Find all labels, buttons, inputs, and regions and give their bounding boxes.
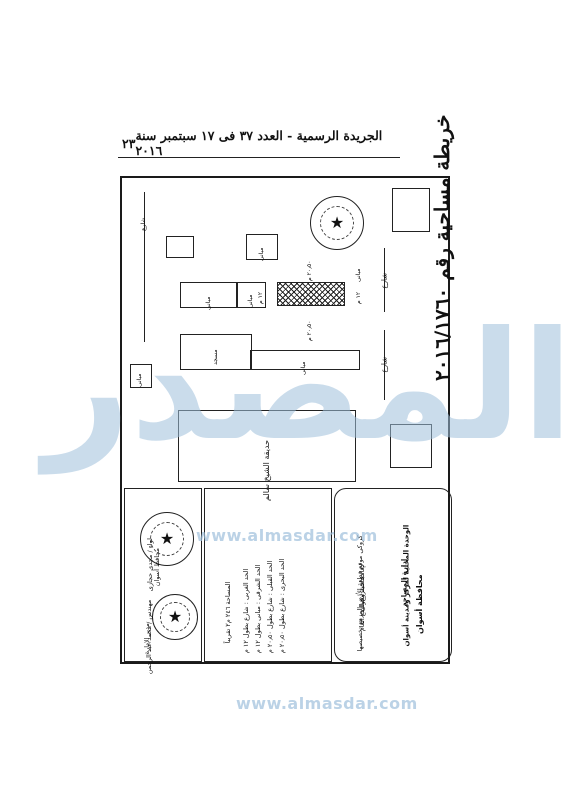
page-header: ٢٣ الجريدة الرسمية - العدد ٣٧ فى ١٧ سبتم… [122,128,398,158]
plot-label-5: مبانى [136,373,143,387]
boundary-row-4: الحد الغربى : شارع بطول ١٢ م [241,568,250,654]
boundary-table [204,488,332,662]
site-title: خريطة مساحية رقم ٢٠١٦/١٧٦٠ [430,114,454,381]
page-number: ٢٣ [122,135,136,151]
signature-mid-name: مهندس / محمد عبد الرحمن [144,599,153,675]
legend-box [334,488,452,662]
dimension-top: ٢٠٫٥٠ م [306,260,313,281]
boundary-value: شارع بطول ١٢ م [241,606,250,654]
plot-block-3 [180,282,238,308]
road-label-2: شارع [380,356,389,373]
map-sheet: خريطة مساحية رقم ٢٠١٦/١٧٦٠ شارع شارع شار… [120,114,454,674]
plot-block-2 [246,234,278,260]
small-block-left [130,364,152,388]
eagle-emblem-icon: ★ [319,205,355,241]
left-road-line [144,192,145,342]
garden-block [178,410,356,482]
road-line-2 [384,330,385,400]
area-text: المساحة ٢٤٦ م٢ تقريباً [223,581,232,644]
header-rule [118,157,400,158]
corner-block-right [390,424,432,468]
official-seal-top: ★ [310,196,364,250]
boundary-side: الحد البحرى [277,558,286,591]
plot-block-4 [236,282,266,308]
watermark-url-1: www.almasdar.com [196,526,378,545]
plot-label-3: مبانى [247,294,254,308]
eagle-emblem-icon: ★ [149,521,185,557]
boundary-row-1: الحد البحرى : شارع بطول ٢٠٫٥٠ م [277,558,286,654]
east-buildings-label: مبانى [355,268,362,282]
corner-block-top [392,188,430,232]
official-seal-lower: ★ [152,594,198,640]
legend-department: إدارة المساحة [400,558,409,607]
signature-left-title: محافظ أسوان [152,548,161,587]
gazette-title: الجريدة الرسمية - العدد ٣٧ فى ١٧ سبتمبر … [135,128,383,158]
boundary-side: الحد القبلى [265,560,274,591]
boundary-side: الحد الشرقى [253,564,262,600]
boundary-value: شارع بطول ٢٠٫٥٠ م [277,597,286,654]
plot-label-4: مبانى [300,361,307,375]
plot-block-5 [250,350,360,370]
road-line-1 [384,248,385,312]
legend-governorate: محافظة أسوان [415,574,424,634]
signature-block [124,488,202,662]
plot-label-2: مبانى [205,296,212,310]
road-label-1: شارع [380,272,389,289]
boundary-value: مبانى بطول ١٢ م [253,606,262,654]
eagle-emblem-icon: ★ [160,602,190,632]
dimension-right: ١٢ م [355,291,362,304]
boundary-side: الحد الغربى [241,568,250,601]
plot-label-1: مبانى [258,247,265,261]
target-parcel [277,282,345,306]
left-road-label: شارع [140,217,147,231]
boundary-value: شارع بطول ٢٠٫٥٠ م [265,597,274,654]
boundary-row-3: الحد الشرقى : مبانى بطول ١٢ م [253,564,262,654]
boundary-row-2: الحد القبلى : شارع بطول ٢٠٫٥٠ م [265,560,274,654]
mosque-label: مسجد [212,349,219,365]
official-seal-bottom: ★ [140,512,194,566]
dimension-bottom: ٢٠٫٥٠ م [306,320,313,341]
plot-block-1 [166,236,194,258]
mosque-block [180,334,252,370]
garden-label: حديقة الشيخ سالم [262,439,271,501]
watermark-url-2: www.almasdar.com [236,694,418,713]
